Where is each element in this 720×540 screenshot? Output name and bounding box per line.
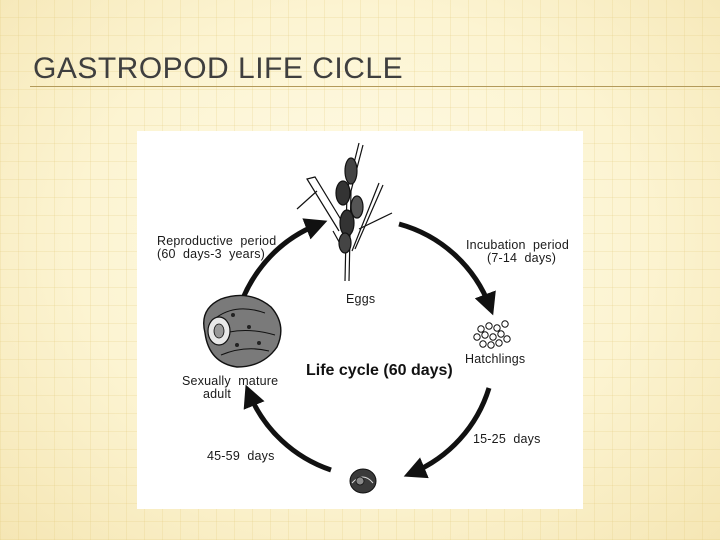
life-cycle-figure: Reproductive period (60 days-3 years) In… [137,131,583,509]
juvenile-snail-icon [349,468,377,494]
hatchlings-label: Hatchlings [465,352,526,366]
title-underline [30,86,720,87]
cycle-arrow-icon [403,387,492,479]
reproductive-period-duration: (60 days-3 years) [157,247,266,261]
sexually-mature-label: Sexually mature [182,374,279,388]
adult-snail-icon [203,294,282,368]
incubation-period-label: Incubation period [466,238,569,252]
reproductive-period-label: Reproductive period [157,234,277,248]
adult-label: adult [203,387,232,401]
eggs-label: Eggs [346,292,376,306]
hatchlings-cluster-icon [473,320,511,349]
incubation-period-duration: (7-14 days) [487,251,557,265]
plant-with-egg-masses-icon [296,142,393,282]
cycle-arrow-icon [243,384,332,473]
maturation-period-label: 45-59 days [207,449,275,463]
juvenile-period-label: 15-25 days [473,432,541,446]
life-cycle-diagram [203,142,511,494]
slide-title: GASTROPOD LIFE CICLE [33,52,404,85]
cycle-arrow-icon [398,221,496,316]
life-cycle-center-label: Life cycle (60 days) [306,362,453,379]
